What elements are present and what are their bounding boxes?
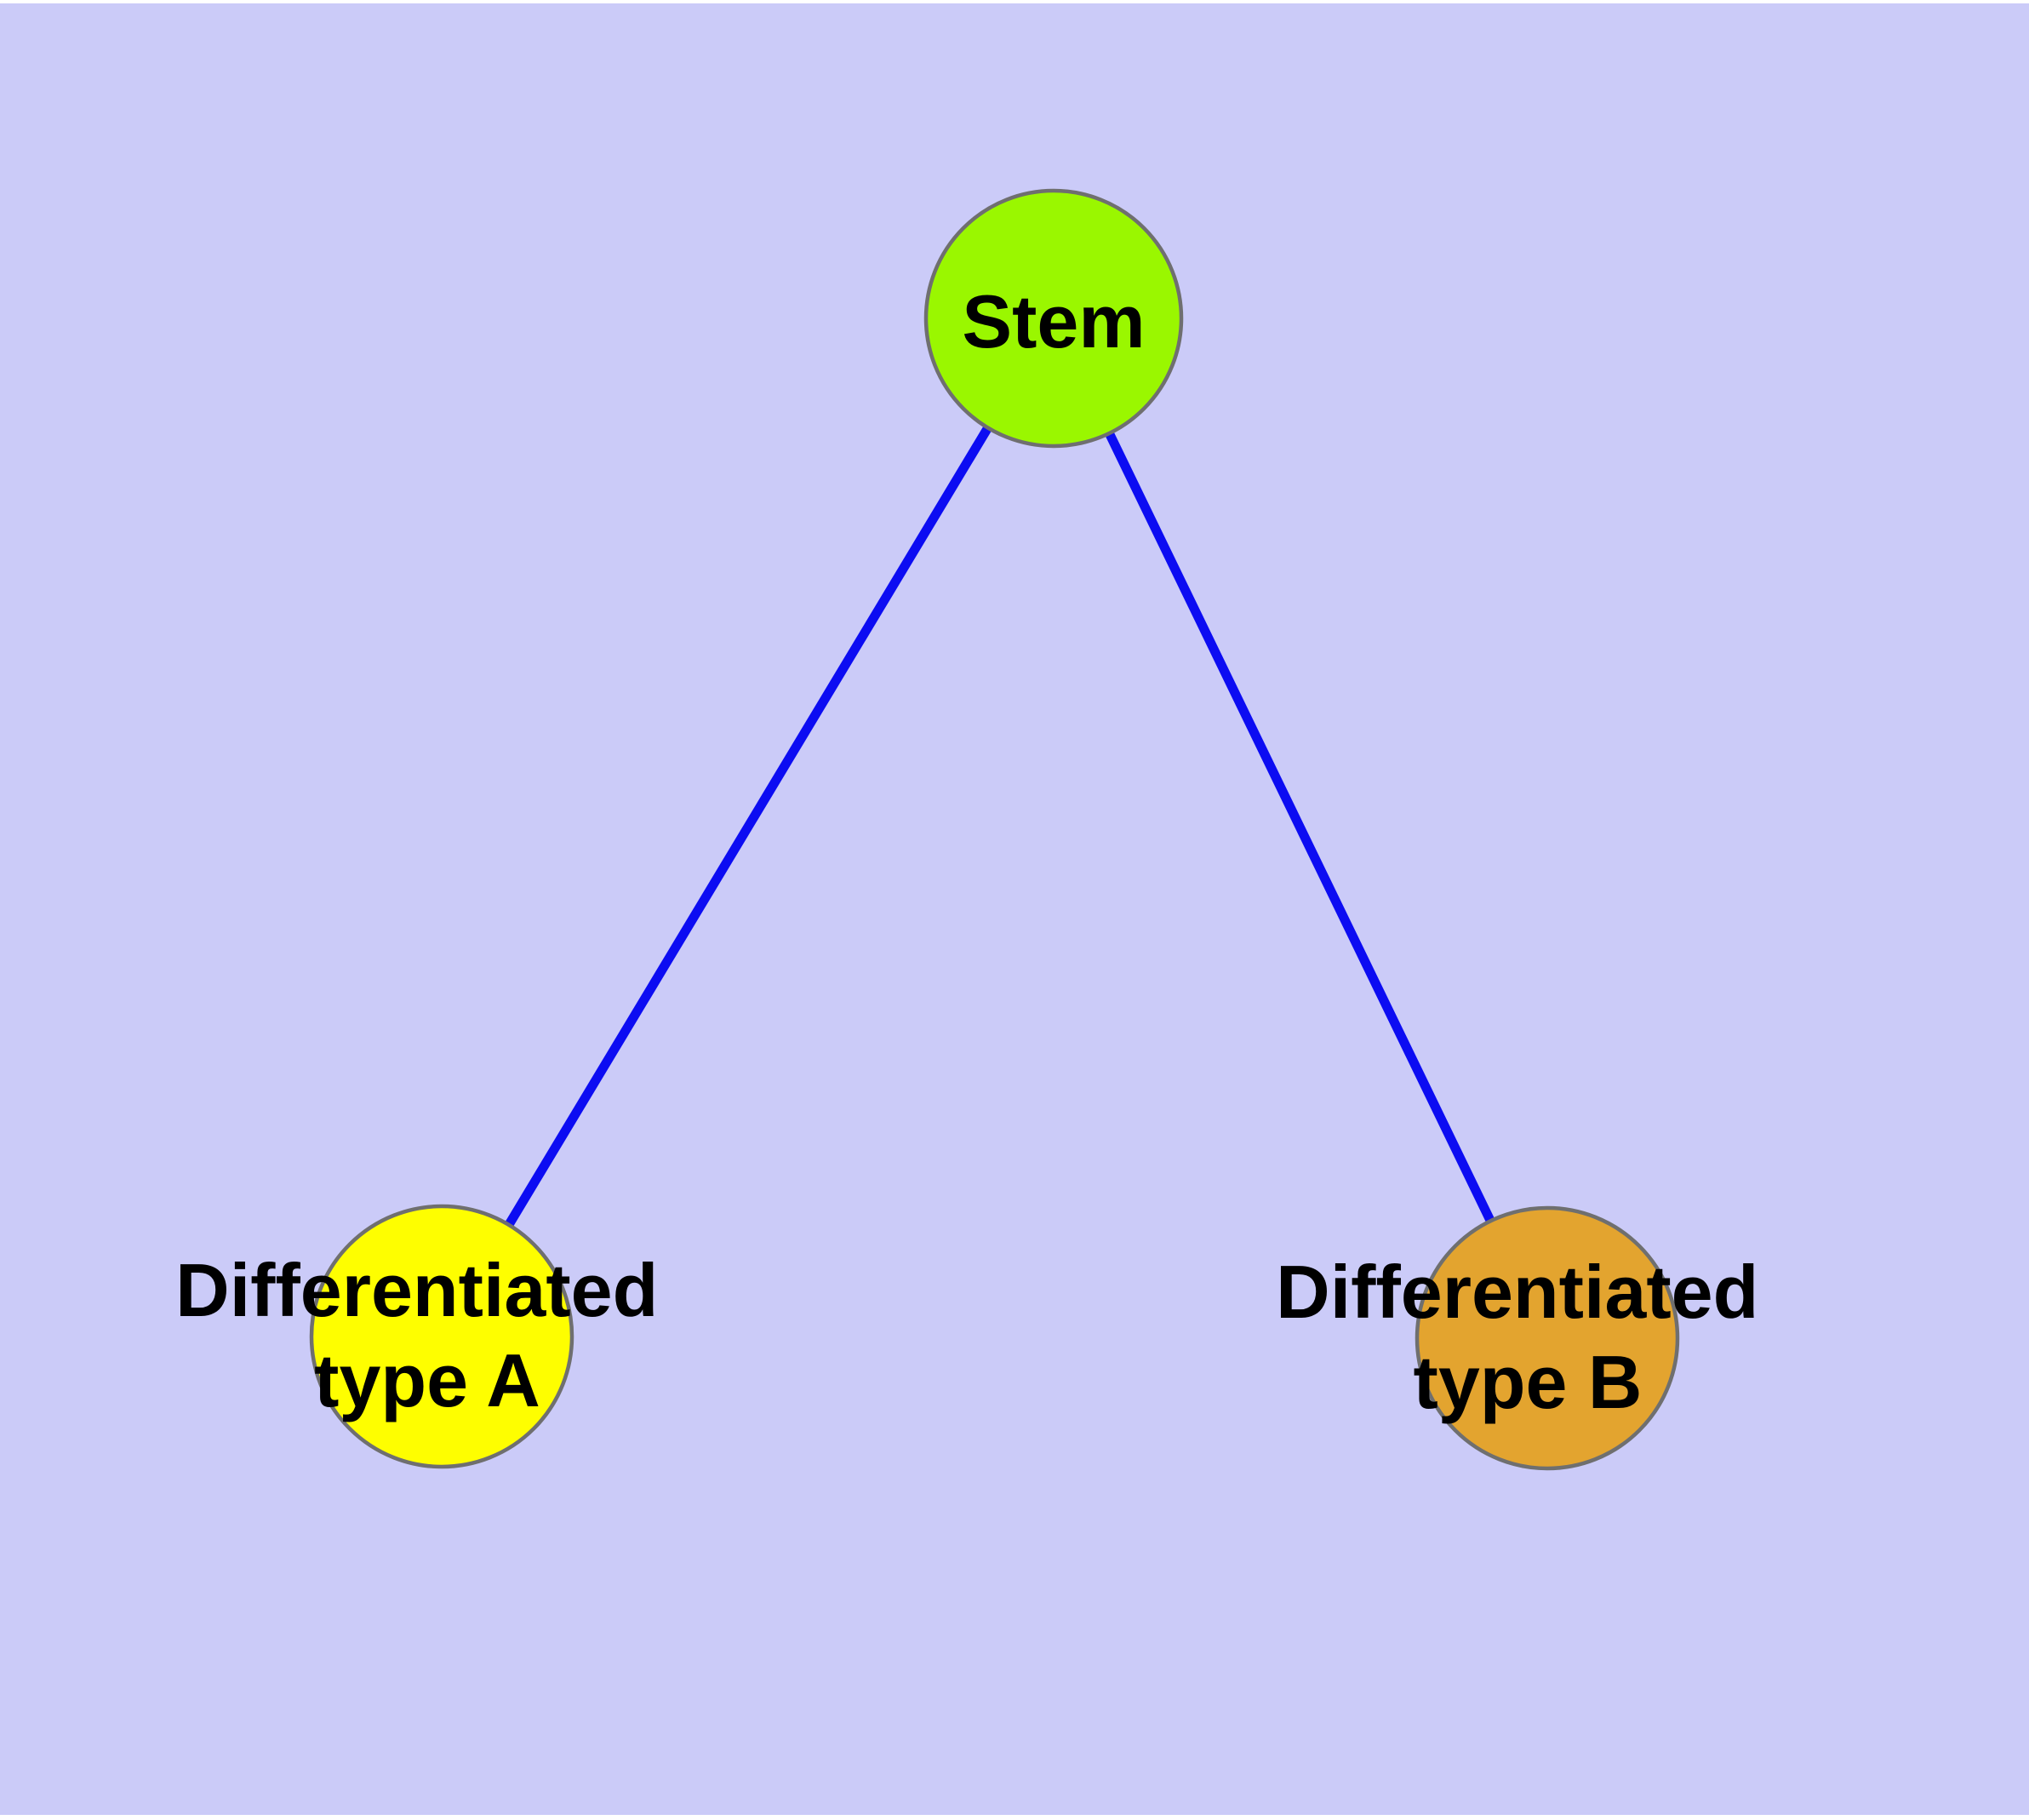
differentiated-type-a-label-line2: type A <box>314 1338 540 1422</box>
differentiated-type-a-label-line1: Differentiated <box>175 1248 658 1332</box>
edge-stem-to-type-b <box>1049 316 1552 1341</box>
differentiated-type-b-node-circle <box>1415 1205 1680 1471</box>
stem-node-circle <box>923 188 1184 449</box>
differentiated-type-a-node-circle <box>309 1204 574 1469</box>
differentiated-type-b-label-line2: type B <box>1414 1340 1643 1424</box>
differentiated-type-b-label-line1: Differentiated <box>1276 1250 1758 1334</box>
differentiated-type-a-node-label: Differentiated type A <box>175 1248 679 1422</box>
edge-stem-to-type-a <box>437 316 1058 1339</box>
stem-node-label: Stem <box>962 279 1145 363</box>
differentiated-type-b-node-label: Differentiated type B <box>1276 1250 1780 1424</box>
